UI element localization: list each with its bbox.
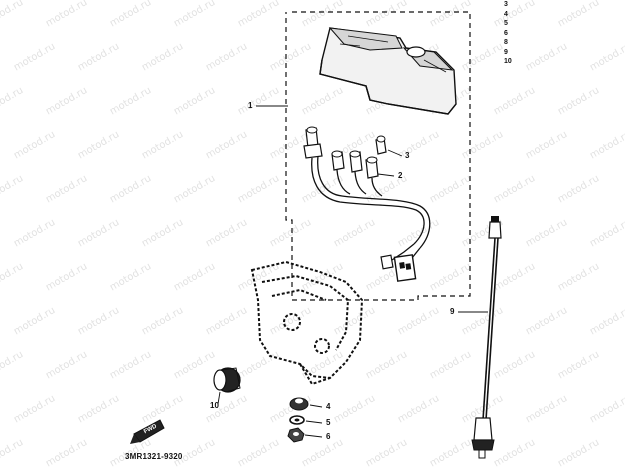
nut-part-6: [287, 427, 305, 443]
bulb: [375, 135, 387, 155]
callout-10: 10: [210, 401, 219, 410]
meter-bracket: [250, 260, 364, 386]
damper-part-4: [289, 397, 309, 411]
callout-4: 4: [326, 402, 331, 411]
reference-number: 10: [504, 58, 512, 65]
reference-number-list: 3 4 5 6 8 9 10: [504, 0, 512, 67]
meter-cable-part-9: [471, 216, 502, 459]
assembly-dashed-boundary: [285, 11, 471, 301]
reference-number: 4: [504, 10, 508, 18]
connector-small: [380, 254, 394, 270]
wire-harness: [311, 155, 431, 261]
bulb-socket-2: [349, 150, 363, 173]
forward-arrow-icon: [130, 419, 165, 444]
reference-number: 6: [504, 29, 508, 37]
callout-2: 2: [398, 171, 403, 180]
bulb-socket-left: [303, 126, 323, 159]
connector-large: [393, 254, 417, 282]
diagram-part-code: 3MR1321-9320: [125, 452, 183, 461]
callout-1: 1: [248, 101, 253, 110]
reference-number: 5: [504, 20, 508, 27]
callout-9: 9: [450, 307, 455, 316]
callout-3: 3: [405, 151, 410, 160]
bulb-socket-3: [365, 156, 379, 179]
reference-number: 9: [504, 48, 508, 56]
washer-part-5: [289, 415, 305, 425]
reference-number: 8: [504, 39, 508, 46]
bulb-socket-1: [331, 150, 345, 171]
reference-number: 3: [504, 1, 508, 8]
leader-lines: [217, 105, 488, 438]
meter-assembly: [319, 27, 457, 115]
callout-6: 6: [326, 432, 331, 441]
callout-5: 5: [326, 418, 331, 427]
grommet-part-10: [213, 367, 241, 393]
